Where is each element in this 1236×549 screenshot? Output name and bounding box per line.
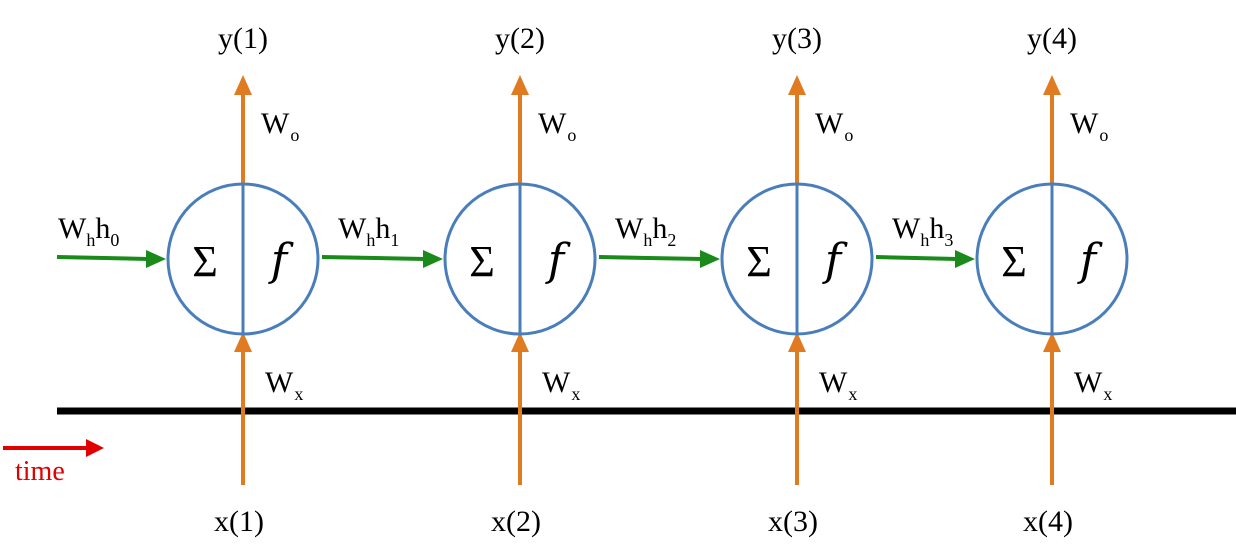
- output-arrow-head-4: [1043, 75, 1061, 95]
- output-weight-label-4: Wo: [1070, 107, 1108, 145]
- input-weight-label-4-main: W: [1074, 366, 1103, 399]
- recurrent-weight-label-1-main: W: [58, 212, 87, 245]
- recurrent-weight-label-2-sub2: 1: [390, 230, 399, 250]
- recurrent-weight-label-1-sub1: h: [86, 230, 95, 250]
- output-label-3: y(3): [772, 22, 822, 55]
- input-arrow-head-1: [234, 332, 252, 352]
- recurrent-arrow-line-2: [321, 255, 426, 261]
- input-arrow-head-4: [1043, 332, 1061, 352]
- recurrent-arrow-line-3: [598, 255, 703, 261]
- output-weight-label-3-main: W: [815, 107, 844, 140]
- output-weight-label-4-main: W: [1070, 107, 1099, 140]
- recurrent-arrow-line-1: [56, 255, 149, 261]
- input-arrow-head-2: [511, 332, 529, 352]
- output-weight-label-3: Wo: [815, 107, 853, 145]
- time-arrow-head: [86, 439, 104, 457]
- input-weight-label-3-main: W: [819, 366, 848, 399]
- sum-symbol-4: Σ: [1001, 237, 1027, 286]
- recurrent-weight-label-3-sub1: h: [643, 230, 652, 250]
- recurrent-weight-label-1: Whh0: [58, 212, 119, 250]
- recurrent-weight-label-2-main2: h: [375, 212, 390, 245]
- recurrent-weight-label-2-sub1: h: [366, 230, 375, 250]
- input-arrow-head-3: [788, 332, 806, 352]
- input-weight-label-3-sub: x: [848, 384, 857, 404]
- recurrent-weight-label-4-main2: h: [929, 212, 944, 245]
- recurrent-arrow-head-4: [955, 250, 975, 268]
- recurrent-weight-label-4-main: W: [892, 212, 921, 245]
- output-weight-label-1-main: W: [261, 107, 290, 140]
- output-weight-label-4-sub: o: [1099, 125, 1108, 145]
- input-weight-label-1: Wx: [265, 366, 303, 404]
- recurrent-weight-label-2: Whh1: [338, 212, 399, 250]
- recurrent-weight-label-1-sub2: 0: [110, 230, 119, 250]
- input-label-4: x(4): [1023, 505, 1073, 538]
- recurrent-arrow-head-3: [700, 250, 720, 268]
- output-weight-label-2-main: W: [538, 107, 567, 140]
- recurrent-weight-label-3: Whh2: [615, 212, 676, 250]
- output-weight-label-2-sub: o: [567, 125, 576, 145]
- input-weight-label-3: Wx: [819, 366, 857, 404]
- output-weight-label-2: Wo: [538, 107, 576, 145]
- output-weight-label-1: Wo: [261, 107, 299, 145]
- input-weight-label-4-sub: x: [1103, 384, 1112, 404]
- recurrent-weight-label-4: Whh3: [892, 212, 953, 250]
- recurrent-weight-label-3-main2: h: [652, 212, 667, 245]
- recurrent-weight-label-2-main: W: [338, 212, 367, 245]
- recurrent-weight-label-1-main2: h: [95, 212, 110, 245]
- recurrent-arrow-head-1: [146, 250, 166, 268]
- output-weight-label-3-sub: o: [844, 125, 853, 145]
- input-weight-label-2-sub: x: [571, 384, 580, 404]
- input-weight-label-1-main: W: [265, 366, 294, 399]
- output-arrow-head-2: [511, 75, 529, 95]
- output-weight-label-1-sub: o: [290, 125, 299, 145]
- output-label-4: y(4): [1027, 22, 1077, 55]
- input-weight-label-1-sub: x: [294, 384, 303, 404]
- recurrent-arrow-head-2: [423, 250, 443, 268]
- sum-symbol-2: Σ: [469, 237, 495, 286]
- recurrent-weight-label-3-sub2: 2: [667, 230, 676, 250]
- recurrent-arrow-line-4: [875, 255, 958, 261]
- input-label-2: x(2): [491, 505, 541, 538]
- input-label-3: x(3): [768, 505, 818, 538]
- input-weight-label-2-main: W: [542, 366, 571, 399]
- sum-symbol-1: Σ: [192, 237, 218, 286]
- output-label-1: y(1): [218, 22, 268, 55]
- sum-symbol-3: Σ: [746, 237, 772, 286]
- recurrent-weight-label-3-main: W: [615, 212, 644, 245]
- output-arrow-head-1: [234, 75, 252, 95]
- output-label-2: y(2): [495, 22, 545, 55]
- input-label-1: x(1): [214, 505, 264, 538]
- recurrent-weight-label-4-sub1: h: [920, 230, 929, 250]
- output-arrow-head-3: [788, 75, 806, 95]
- time-label: time: [15, 456, 65, 487]
- input-weight-label-2: Wx: [542, 366, 580, 404]
- recurrent-weight-label-4-sub2: 3: [944, 230, 953, 250]
- input-weight-label-4: Wx: [1074, 366, 1112, 404]
